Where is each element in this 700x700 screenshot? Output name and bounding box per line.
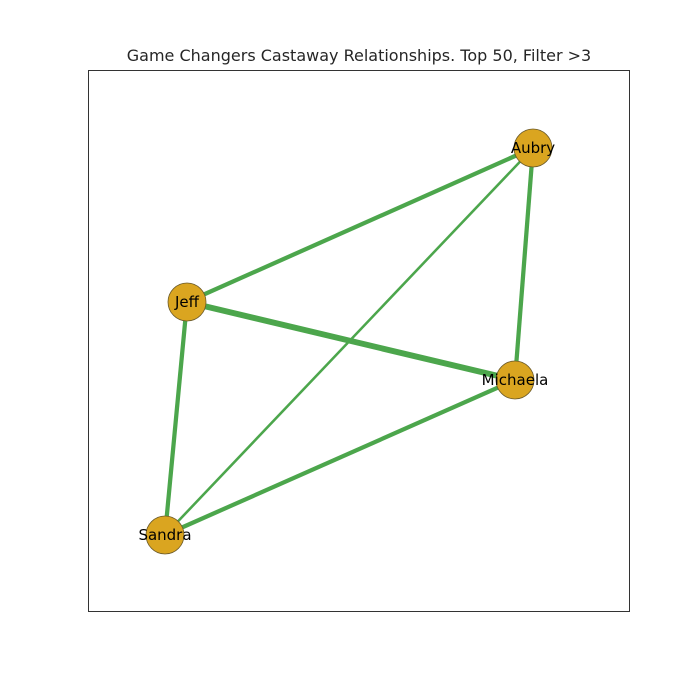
node-label-jeff: Jeff xyxy=(174,293,200,311)
edge-aubry-michaela xyxy=(512,147,536,381)
node-circle-sandra xyxy=(145,515,185,555)
node-michaela: Michaela xyxy=(482,360,549,400)
edge-aubry-sandra xyxy=(164,147,534,536)
edge-jeff-sandra xyxy=(162,301,190,536)
node-sandra: Sandra xyxy=(138,515,192,555)
plot-frame xyxy=(88,70,630,612)
node-circle-jeff xyxy=(167,282,207,322)
node-label-sandra: Sandra xyxy=(138,526,191,544)
edge-michaela-sandra xyxy=(164,378,516,537)
node-jeff: Jeff xyxy=(167,282,207,322)
node-label-michaela: Michaela xyxy=(482,371,549,389)
node-circle-aubry xyxy=(513,128,553,168)
node-aubry: Aubry xyxy=(511,128,555,168)
chart-title: Game Changers Castaway Relationships. To… xyxy=(126,46,592,65)
node-circle-michaela xyxy=(495,360,535,400)
node-label-aubry: Aubry xyxy=(511,139,555,157)
edge-jeff-aubry xyxy=(186,146,534,304)
edges-layer xyxy=(162,146,536,537)
